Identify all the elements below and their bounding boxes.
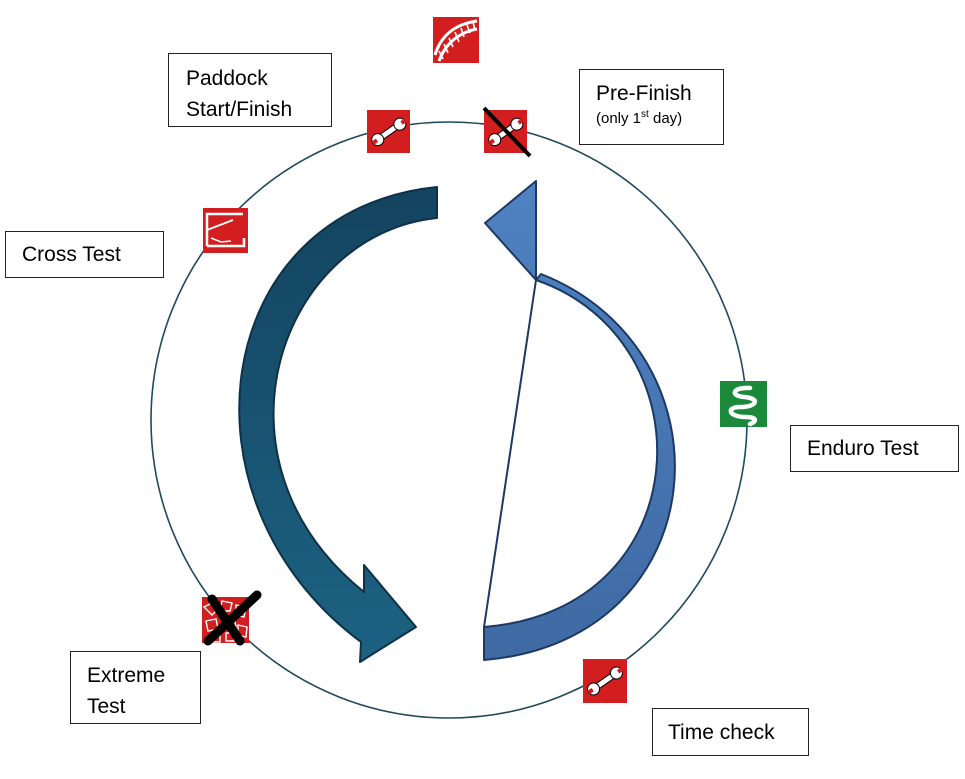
enduro-test-text: Enduro Test (807, 437, 919, 460)
wrench-icon (583, 659, 627, 703)
paddock-line-1: Paddock (186, 67, 268, 90)
extreme-test-label: Extreme Test (70, 651, 201, 724)
time-check-text: Time check (668, 721, 775, 744)
pre-finish-note-prefix: (only 1 (596, 110, 642, 127)
right-cycle-arrow (483, 180, 676, 661)
pre-finish-note-suffix: day) (648, 110, 683, 127)
wrench-icon (367, 110, 410, 153)
pre-finish-label: Pre-Finish (only 1st day) (579, 69, 724, 145)
pre-finish-note-sup: st (641, 109, 649, 120)
extreme-line-1: Extreme (87, 664, 166, 687)
rocks-crossed-icon (202, 590, 262, 646)
pre-finish-title: Pre-Finish (596, 82, 692, 105)
cross-test-label: Cross Test (5, 231, 164, 278)
pre-finish-note: (only 1st day) (596, 109, 723, 129)
wrench-crossed-icon (482, 106, 532, 158)
paddock-start-finish-label: Paddock Start/Finish (168, 53, 332, 127)
extreme-line-2: Test (87, 695, 126, 718)
paddock-line-2: Start/Finish (186, 98, 293, 121)
time-check-label: Time check (652, 708, 809, 756)
left-cycle-arrow (238, 186, 438, 663)
ramp-icon (203, 208, 248, 253)
enduro-track-icon (720, 381, 767, 427)
enduro-test-label: Enduro Test (790, 425, 959, 472)
bridge-icon (433, 17, 479, 63)
cross-test-text: Cross Test (22, 243, 121, 266)
